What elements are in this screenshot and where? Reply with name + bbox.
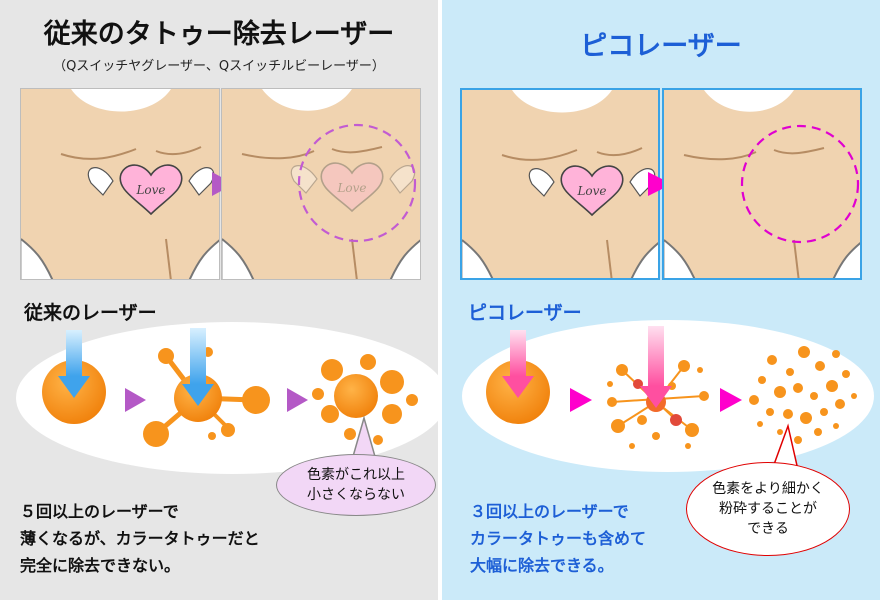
treatment-circle [740, 124, 860, 244]
panel-divider [438, 0, 442, 600]
tattoo-text: Love [576, 184, 606, 198]
laser-beam-arrow-icon [182, 328, 214, 406]
result-line: 完全に除去できない。 [20, 556, 181, 575]
faded-heart-tattoo-icon: Love [290, 162, 416, 213]
fine-pigment-particles-icon [749, 346, 857, 444]
treatment-circle [297, 123, 417, 243]
body-shoulder-illustration [664, 90, 860, 278]
panel-title: 従来のタトゥー除去レーザー [43, 19, 395, 50]
before-photo: Love [20, 88, 220, 280]
step-arrow-icon [125, 388, 146, 412]
callout-line: 小さくならない [307, 487, 405, 503]
result-line: 大幅に除去できる。 [470, 556, 614, 575]
section-label: 従来のレーザー [24, 302, 157, 324]
callout-line: できる [747, 521, 789, 537]
panel-title: ピコレーザー [580, 31, 742, 62]
result-line: ５回以上のレーザーで [20, 502, 179, 521]
tattoo-text: Love [336, 181, 366, 195]
laser-beam-arrow-icon [58, 330, 90, 398]
callout-bubble: 色素をより細かく 粉砕することが できる [686, 462, 850, 556]
heart-tattoo-icon: Love [87, 164, 215, 216]
laser-beam-arrow-icon [640, 326, 672, 408]
result-text: ３回以上のレーザーで カラータトゥーも含めて 大幅に除去できる。 [470, 498, 646, 579]
callout-line: 粉砕することが [718, 501, 817, 517]
pigment-particle-icon [312, 354, 418, 445]
conventional-laser-panel: 従来のタトゥー除去レーザー （Qスイッチヤグレーザー、Qスイッチルビーレーザー）… [0, 0, 448, 600]
step-arrow-icon [570, 388, 592, 412]
after-photo: Love [221, 88, 421, 280]
after-photo [662, 88, 862, 280]
tattoo-text: Love [135, 183, 165, 197]
before-photo: Love [460, 88, 660, 280]
section-label: ピコレーザー [468, 302, 582, 324]
body-shoulder-illustration: Love [21, 89, 219, 279]
result-line: ３回以上のレーザーで [470, 502, 629, 521]
callout-line: 色素がこれ以上 [307, 467, 405, 483]
pico-process-illustration [486, 326, 857, 471]
laser-beam-arrow-icon [502, 330, 534, 398]
step-arrow-icon [720, 388, 742, 412]
breaking-pigment-icon [143, 347, 270, 447]
pico-laser-panel: ピコレーザー Love [442, 0, 880, 600]
result-text: ５回以上のレーザーで 薄くなるが、カラータトゥーだと 完全に除去できない。 [20, 498, 260, 579]
conventional-process-illustration [42, 328, 418, 461]
result-line: 薄くなるが、カラータトゥーだと [20, 529, 260, 548]
body-shoulder-illustration: Love [222, 89, 420, 279]
panel-subtitle: （Qスイッチヤグレーザー、Qスイッチルビーレーザー） [53, 59, 385, 74]
step-arrow-icon [287, 388, 308, 412]
result-line: カラータトゥーも含めて [470, 529, 647, 548]
callout-bubble: 色素がこれ以上 小さくならない [276, 454, 436, 516]
callout-line: 色素をより細かく [712, 481, 824, 497]
